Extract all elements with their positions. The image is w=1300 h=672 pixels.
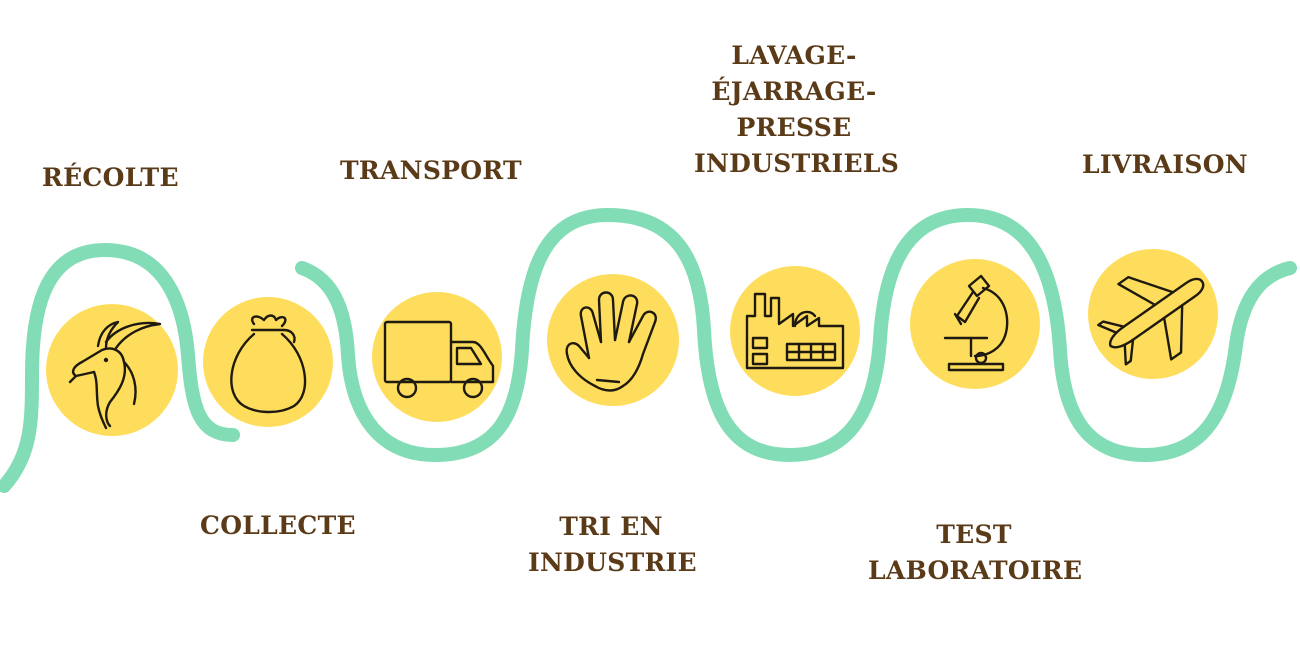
hand-icon [565, 291, 657, 392]
label-line: COLLECTE [200, 511, 356, 540]
factory-icon [745, 292, 845, 370]
label-line: PRESSE [736, 113, 852, 142]
label-line: LAVAGE- [731, 41, 857, 70]
circle-transport [372, 292, 502, 422]
label-lavage: LAVAGE- ÉJARRAGE- PRESSE INDUSTRIELS [694, 38, 900, 182]
label-line: TEST [936, 520, 1012, 549]
circle-tri [547, 274, 679, 406]
wave-timeline [0, 207, 1297, 493]
label-line: ÉJARRAGE- [711, 77, 877, 106]
airplane-icon [1097, 275, 1205, 366]
label-line: INDUSTRIE [528, 548, 697, 577]
label-test-laboratoire: TEST LABORATOIRE [868, 517, 1083, 589]
label-line: TRI EN [559, 512, 663, 541]
label-line: INDUSTRIELS [694, 149, 900, 178]
circle-livraison [1088, 249, 1218, 379]
label-transport: TRANSPORT [340, 153, 522, 189]
circle-collecte [203, 297, 333, 427]
label-line: LABORATOIRE [868, 556, 1083, 585]
goat-icon [68, 320, 162, 430]
label-tri-en-industrie: TRI EN INDUSTRIE [528, 509, 697, 581]
microscope-icon [943, 274, 1009, 372]
label-line: RÉCOLTE [42, 163, 179, 192]
circle-lavage [730, 266, 860, 396]
circle-test [910, 259, 1040, 389]
circle-recolte [46, 304, 178, 436]
label-line: LIVRAISON [1082, 150, 1248, 179]
label-collecte: COLLECTE [200, 508, 356, 544]
label-line: TRANSPORT [340, 156, 522, 185]
sack-icon [230, 314, 307, 414]
label-recolte: RÉCOLTE [42, 160, 179, 196]
truck-icon [383, 320, 495, 399]
label-livraison: LIVRAISON [1082, 147, 1248, 183]
